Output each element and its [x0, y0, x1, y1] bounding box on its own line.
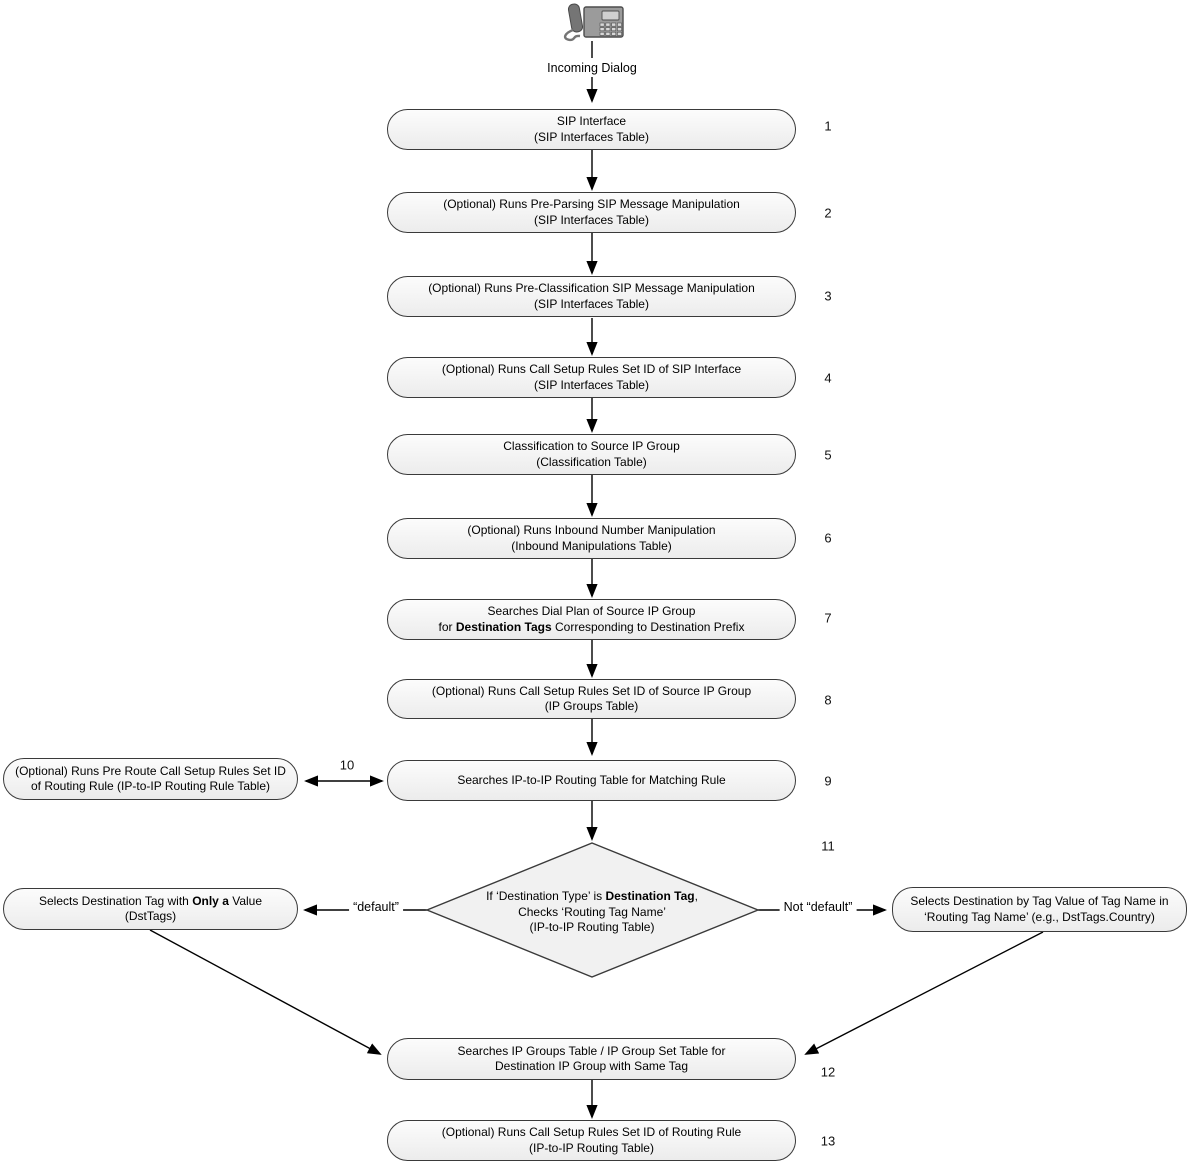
- flow-node-pre-route-call-setup-rules: (Optional) Runs Pre Route Call Setup Rul…: [3, 758, 298, 800]
- branch-label-default: “default”: [349, 900, 403, 914]
- flow-node-selects-by-tag-name: Selects Destination by Tag Value of Tag …: [892, 887, 1187, 932]
- flow-node-pre-classification-manipulation: (Optional) Runs Pre-Classification SIP M…: [387, 276, 796, 317]
- step-number-12: 12: [820, 1064, 836, 1080]
- flow-node-call-setup-rules-sip-interface: (Optional) Runs Call Setup Rules Set ID …: [387, 357, 796, 398]
- step-number-10: 10: [339, 757, 355, 773]
- step-number-11: 11: [821, 838, 835, 854]
- flow-node-call-setup-rules-routing-rule: (Optional) Runs Call Setup Rules Set ID …: [387, 1120, 796, 1161]
- step-number-9: 9: [824, 773, 832, 789]
- flow-node-inbound-manipulation: (Optional) Runs Inbound Number Manipulat…: [387, 518, 796, 559]
- flow-node-selects-dsttags: Selects Destination Tag with Only a Valu…: [3, 888, 298, 930]
- flow-node-routing-table-search: Searches IP-to-IP Routing Table for Matc…: [387, 760, 796, 801]
- step-number-2: 2: [824, 205, 832, 221]
- step-number-5: 5: [824, 447, 832, 463]
- step-number-4: 4: [824, 370, 832, 386]
- phone-icon: [563, 3, 624, 42]
- branch-label-not-default: Not “default”: [779, 900, 857, 914]
- flow-node-search-ip-groups: Searches IP Groups Table / IP Group Set …: [387, 1038, 796, 1080]
- flow-node-sip-interface: SIP Interface (SIP Interfaces Table): [387, 109, 796, 150]
- step-number-3: 3: [824, 288, 832, 304]
- decision-diamond: [425, 842, 760, 978]
- flow-node-call-setup-rules-source-ip-group: (Optional) Runs Call Setup Rules Set ID …: [387, 679, 796, 719]
- flow-node-dial-plan-search: Searches Dial Plan of Source IP Group fo…: [387, 599, 796, 640]
- decision-diamond-text: If ‘Destination Type’ is Destination Tag…: [486, 889, 698, 934]
- incoming-dialog-label: Incoming Dialog: [544, 61, 640, 75]
- flow-node-pre-parsing-manipulation: (Optional) Runs Pre-Parsing SIP Message …: [387, 192, 796, 233]
- step-number-8: 8: [824, 692, 832, 708]
- step-number-7: 7: [824, 610, 832, 626]
- step-number-1: 1: [824, 118, 832, 134]
- flow-node-classification: Classification to Source IP Group (Class…: [387, 434, 796, 475]
- step-number-6: 6: [824, 530, 832, 546]
- step-number-13: 13: [820, 1133, 836, 1149]
